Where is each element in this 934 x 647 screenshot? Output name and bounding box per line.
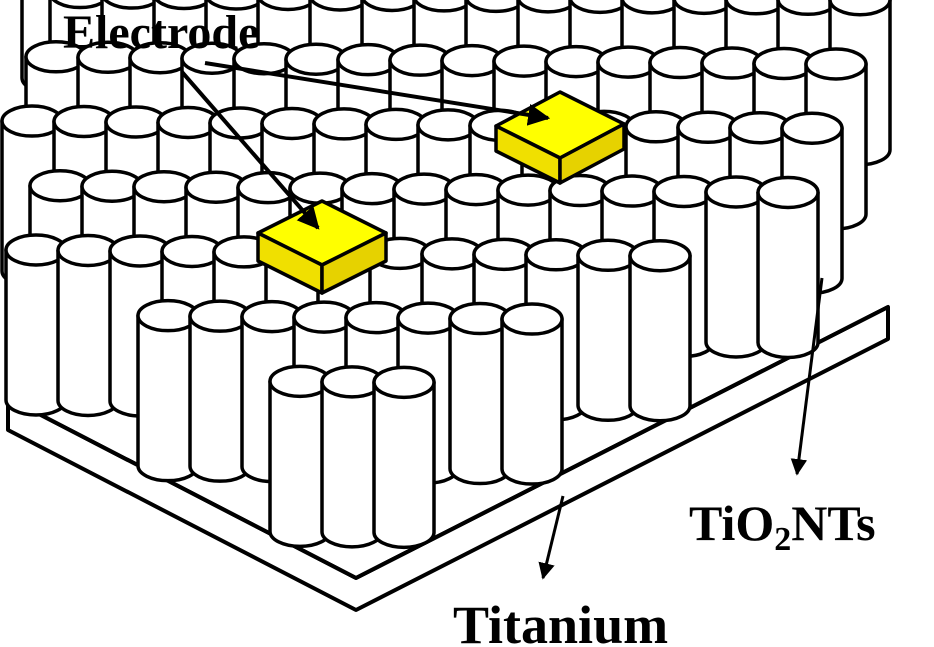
electrode-pad-right — [494, 90, 626, 185]
tio2nts-label-suffix: NTs — [791, 495, 875, 551]
titanium-label: Titanium — [453, 595, 668, 647]
electrode-label: Electrode — [63, 6, 259, 59]
arrow-icon — [204, 61, 551, 126]
nanotube — [500, 302, 564, 486]
titanium-pointer-arrow — [538, 495, 565, 580]
nanotube — [320, 365, 384, 549]
nanotube — [704, 175, 768, 359]
nanotube — [188, 299, 252, 483]
tio2nts-label-prefix: TiO — [689, 495, 774, 551]
titanium-substrate — [6, 305, 890, 612]
arrow-icon — [180, 70, 320, 230]
tio2nts-label-subscript: 2 — [774, 521, 791, 558]
tio2nts-label: TiO2NTs — [689, 495, 876, 558]
nanotube — [628, 239, 692, 423]
nanotube — [372, 365, 436, 550]
nanotube — [448, 301, 512, 486]
electrode-pad-left — [256, 199, 388, 295]
nanotube-pointer-arrow — [790, 277, 824, 476]
electrode-pointer-arrows — [180, 61, 551, 230]
nanotube — [756, 175, 820, 360]
nanotube — [4, 233, 68, 417]
